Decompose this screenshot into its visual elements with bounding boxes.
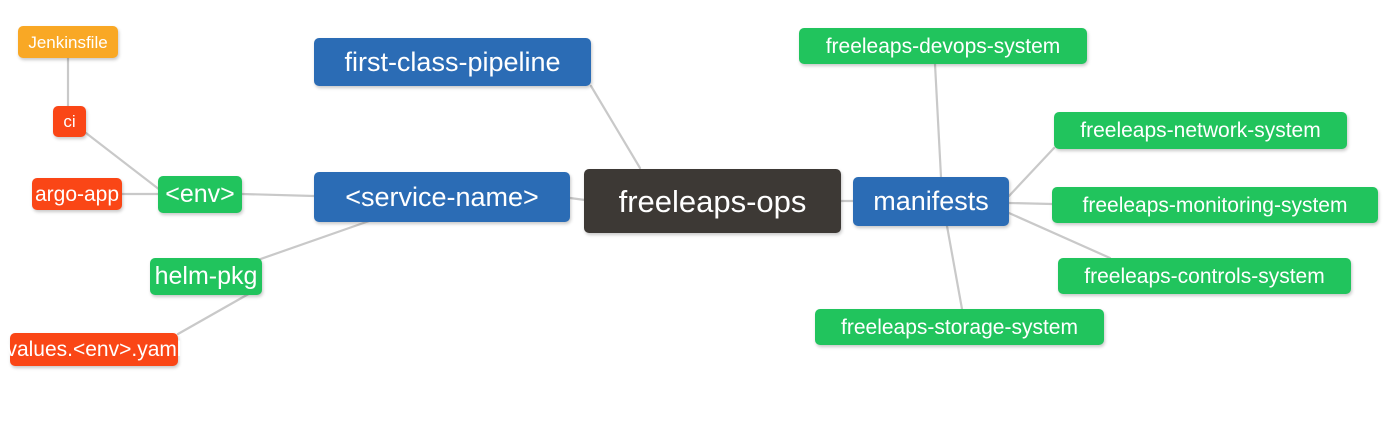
node-first-class-pipeline[interactable]: first-class-pipeline [314,38,591,86]
node-root-label: freeleaps-ops [618,183,807,219]
node-freeleaps-devops-system[interactable]: freeleaps-devops-system [799,28,1087,64]
edge-manifests-devops-system [933,62,943,179]
node-jenkinsfile[interactable]: Jenkinsfile [18,26,118,58]
node-root-freeleaps-ops[interactable]: freeleaps-ops [584,169,841,233]
node-argo-app-label: argo-app [34,182,120,206]
node-manifests-label: manifests [873,186,989,216]
node-values-yaml-label: values.<env>.yaml [6,338,182,361]
edge-service-name-root [568,196,587,202]
edge-values-helm-pkg [176,290,254,336]
node-ci-label: ci [63,112,76,131]
node-freeleaps-monitoring-system[interactable]: freeleaps-monitoring-system [1052,187,1378,223]
node-first-class-pipeline-label: first-class-pipeline [344,46,561,77]
node-env-label: <env> [165,180,235,208]
node-service-name[interactable]: <service-name> [314,172,570,222]
edge-manifests-storage-system [945,224,964,311]
node-freeleaps-monitoring-system-label: freeleaps-monitoring-system [1082,193,1348,217]
node-freeleaps-storage-system-label: freeleaps-storage-system [841,315,1078,339]
node-ci[interactable]: ci [53,106,86,137]
node-freeleaps-devops-system-label: freeleaps-devops-system [825,34,1061,58]
node-env[interactable]: <env> [158,176,242,213]
node-argo-app[interactable]: argo-app [32,178,122,210]
node-freeleaps-storage-system[interactable]: freeleaps-storage-system [815,309,1104,345]
node-values-yaml[interactable]: values.<env>.yaml [6,333,182,366]
node-manifests[interactable]: manifests [853,177,1009,226]
edge-first-class-pipeline-root [589,84,642,170]
node-freeleaps-controls-system[interactable]: freeleaps-controls-system [1058,258,1351,294]
node-helm-pkg-label: helm-pkg [154,262,258,290]
node-jenkinsfile-label: Jenkinsfile [28,32,108,52]
node-freeleaps-network-system-label: freeleaps-network-system [1080,119,1321,142]
edge-helm-pkg-service-name [250,218,374,264]
edge-manifests-monitoring-system [1007,201,1054,206]
node-service-name-label: <service-name> [345,181,539,212]
node-freeleaps-controls-system-label: freeleaps-controls-system [1084,264,1325,288]
edge-env-service-name [240,192,316,198]
node-helm-pkg[interactable]: helm-pkg [150,258,262,295]
edge-manifests-network-system [1007,146,1056,198]
node-freeleaps-network-system[interactable]: freeleaps-network-system [1054,112,1347,149]
